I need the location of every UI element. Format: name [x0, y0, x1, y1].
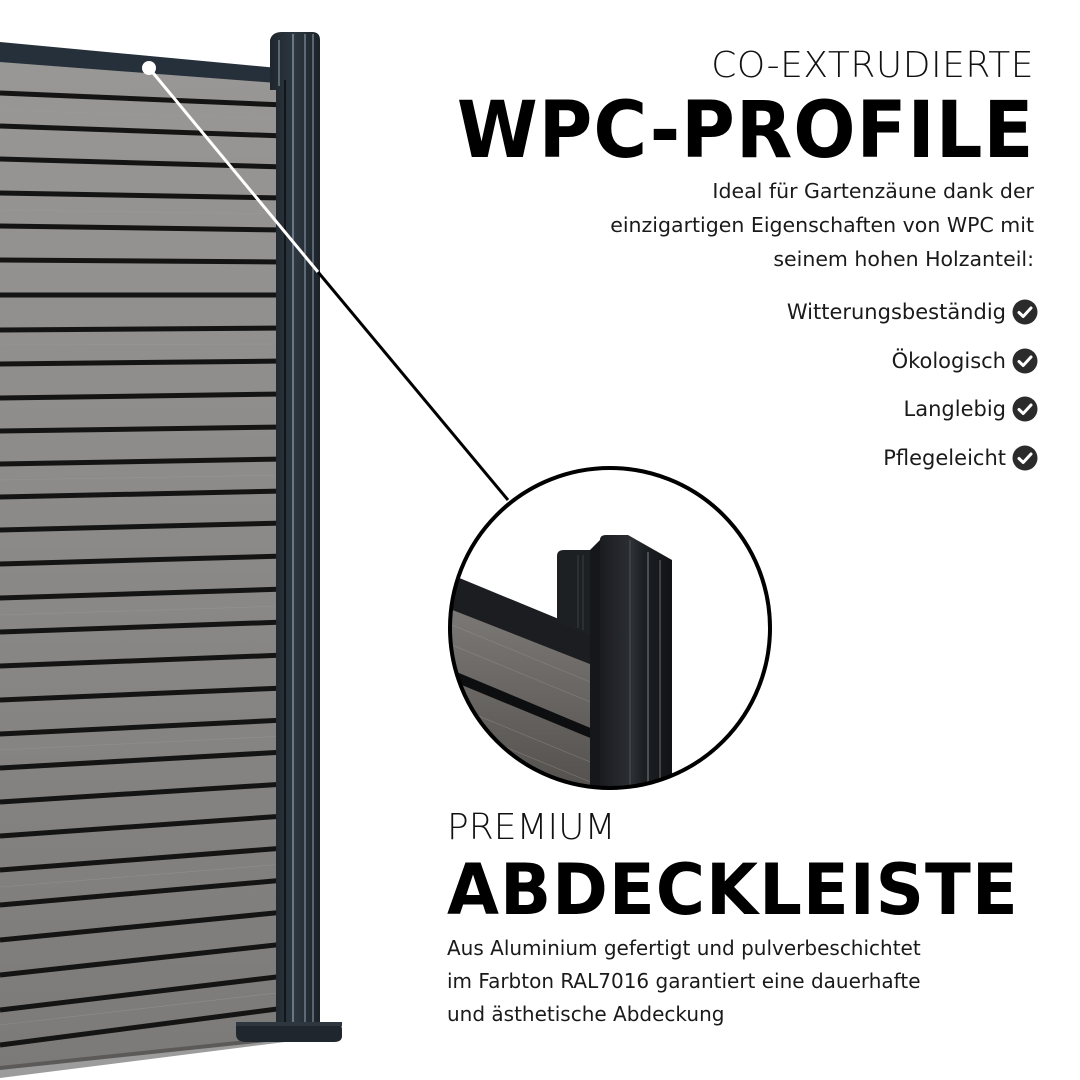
intro-line: einzigartigen Eigenschaften von WPC mit — [610, 213, 1034, 237]
detail-text-block: PREMIUM ABDECKLEISTE Aus Aluminium gefer… — [447, 806, 1043, 1031]
detail-description: Aus Aluminium gefertigt und pulverbeschi… — [447, 932, 1043, 1031]
headline-eyebrow: CO-EXTRUDIERTE — [711, 45, 1034, 86]
check-circle-icon — [1012, 299, 1038, 325]
desc-line: Aus Aluminium gefertigt und pulverbeschi… — [447, 936, 921, 960]
feature-item: Pflegeleicht — [787, 434, 1038, 483]
feature-list: Witterungsbeständig Ökologisch Langlebig… — [787, 288, 1038, 482]
feature-item: Witterungsbeständig — [787, 288, 1038, 337]
detail-magnifier — [450, 468, 770, 788]
detail-eyebrow: PREMIUM — [447, 807, 616, 848]
fence-post — [236, 32, 342, 1042]
check-circle-icon — [1012, 348, 1038, 374]
feature-item: Langlebig — [787, 385, 1038, 434]
headline-block: CO-EXTRUDIERTE WPC-PROFILE Ideal für Gar… — [420, 44, 1034, 276]
feature-item: Ökologisch — [787, 337, 1038, 386]
check-circle-icon — [1012, 445, 1038, 471]
detail-title: ABDECKLEISTE — [447, 849, 1019, 931]
detail-circle-border — [448, 466, 772, 790]
headline-title: WPC-PROFILE — [456, 86, 1034, 176]
feature-label: Ökologisch — [891, 348, 1006, 373]
intro-line: seinem hohen Holzanteil: — [773, 247, 1034, 271]
feature-label: Langlebig — [903, 397, 1006, 422]
check-circle-icon — [1012, 396, 1038, 422]
feature-label: Witterungsbeständig — [786, 300, 1006, 325]
callout-line — [316, 271, 510, 501]
intro-line: Ideal für Gartenzäune dank der — [712, 179, 1034, 203]
slat-gaps — [0, 90, 285, 1048]
fence-panel — [0, 44, 285, 1070]
callout-line-light — [147, 67, 320, 273]
desc-line: und ästhetische Abdeckung — [447, 1002, 725, 1026]
desc-line: im Farbton RAL7016 garantiert eine dauer… — [447, 969, 921, 993]
feature-label: Pflegeleicht — [883, 445, 1006, 470]
intro-text: Ideal für Gartenzäune dank der einzigart… — [420, 174, 1034, 276]
